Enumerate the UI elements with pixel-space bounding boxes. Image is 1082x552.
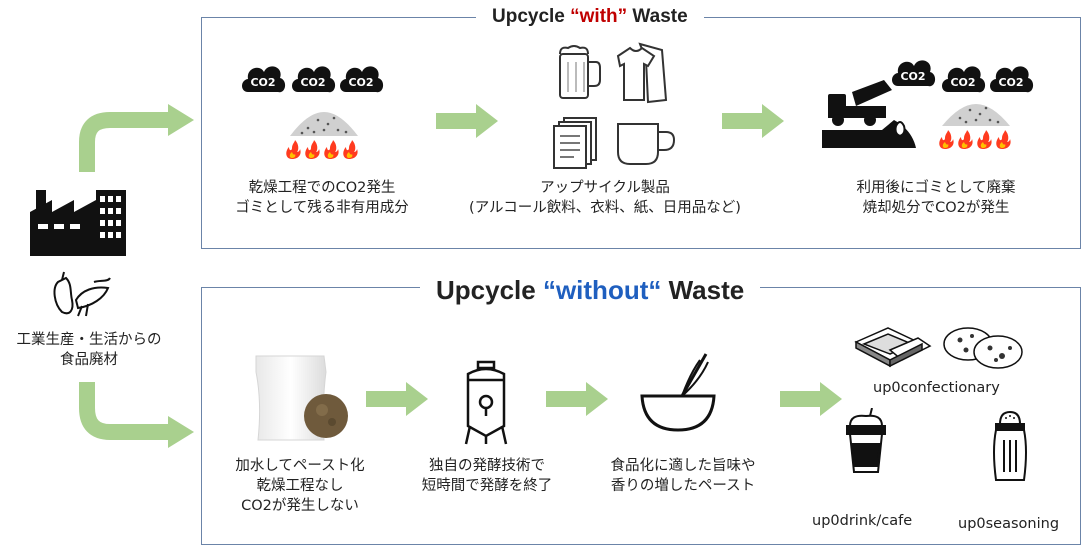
caption-line: 乾燥工程でのCO2発生 xyxy=(248,180,396,196)
residue-pile-icon xyxy=(940,100,1012,128)
panel-title-without: Upcycle “without“ Waste xyxy=(420,275,761,306)
fermenter-tank-icon xyxy=(460,360,512,446)
residue-pile-icon xyxy=(288,108,360,138)
caption-line: 利用後にゴミとして廃棄 xyxy=(856,180,1016,196)
co2-cloud-icon: CO2 xyxy=(290,62,336,98)
title-pre: Upcycle xyxy=(492,6,571,27)
top-step-1-caption: 乾燥工程でのCO2発生 ゴミとして残る非有用成分 xyxy=(222,178,422,218)
flow-arrow xyxy=(436,104,498,138)
bottom-step-1-caption: 加水してペースト化 乾燥工程なし CO2が発生しない xyxy=(210,456,390,516)
coffee-cup-icon xyxy=(614,120,676,166)
caption-line: 食品化に適した旨味や xyxy=(610,458,756,474)
product-label-confectionary: up0confectionary xyxy=(873,380,1000,396)
caption-line: 食品廃材 xyxy=(60,352,118,368)
caption-line: 工業生産・生活からの xyxy=(16,332,162,348)
title-pre: Upcycle xyxy=(436,275,543,305)
source-caption: 工業生産・生活からの 食品廃材 xyxy=(0,330,178,370)
flame-icon-row xyxy=(936,130,1012,150)
flow-arrow xyxy=(546,382,608,416)
svg-text:CO2: CO2 xyxy=(348,76,373,89)
title-post: Waste xyxy=(661,275,745,305)
beer-mug-icon xyxy=(556,44,602,100)
caption-line: アップサイクル製品 xyxy=(540,180,670,196)
flow-arrow xyxy=(366,382,428,416)
co2-cloud-icon: CO2 xyxy=(240,62,286,98)
cookie-icon xyxy=(942,324,1024,370)
svg-text:CO2: CO2 xyxy=(900,70,925,83)
bottom-step-2-caption: 独自の発酵技術で 短時間で発酵を終了 xyxy=(398,456,576,496)
title-post: Waste xyxy=(627,6,688,27)
bottom-step-3-caption: 食品化に適した旨味や 香りの増したペースト xyxy=(590,456,776,496)
caption-line: 加水してペースト化 xyxy=(235,458,365,474)
caption-line: 焼却処分でCO2が発生 xyxy=(862,200,1010,216)
paste-pouch-icon xyxy=(252,352,352,444)
product-label-seasoning: up0seasoning xyxy=(958,516,1060,532)
salt-shaker-icon xyxy=(990,410,1030,482)
svg-text:CO2: CO2 xyxy=(300,76,325,89)
product-label-drink-cafe: up0drink/cafe xyxy=(812,513,913,529)
curved-arrow-down xyxy=(70,382,196,454)
co2-cloud-icon: CO2 xyxy=(940,62,986,98)
svg-text:CO2: CO2 xyxy=(950,76,975,89)
svg-text:CO2: CO2 xyxy=(250,76,275,89)
top-step-3-caption: 利用後にゴミとして廃棄 焼却処分でCO2が発生 xyxy=(836,178,1036,218)
food-waste-icon xyxy=(48,270,114,318)
flow-arrow xyxy=(780,382,842,416)
panel-title-with: Upcycle “with” Waste xyxy=(476,6,704,28)
svg-text:CO2: CO2 xyxy=(998,76,1023,89)
flow-arrow xyxy=(722,104,784,138)
curved-arrow-up xyxy=(70,96,196,172)
caption-line: (アルコール飲料、衣料、紙、日用品など) xyxy=(469,200,741,216)
title-highlight: “without“ xyxy=(542,275,662,305)
paper-stack-icon xyxy=(552,116,598,170)
flame-icon-row xyxy=(283,140,359,160)
frappe-cup-icon xyxy=(844,408,888,476)
co2-cloud-icon: CO2 xyxy=(890,56,936,92)
caption-line: 独自の発酵技術で xyxy=(429,458,545,474)
chocolate-icon xyxy=(852,322,932,368)
factory-icon xyxy=(30,190,126,256)
clothing-icon xyxy=(612,40,668,106)
caption-line: CO2が発生しない xyxy=(241,498,359,514)
caption-line: 乾燥工程なし xyxy=(256,478,344,494)
caption-line: 香りの増したペースト xyxy=(610,478,756,494)
title-highlight: “with” xyxy=(570,6,628,27)
caption-line: ゴミとして残る非有用成分 xyxy=(235,200,409,216)
caption-line: 短時間で発酵を終了 xyxy=(421,478,553,494)
dump-truck-icon xyxy=(822,80,918,152)
mixing-bowl-icon xyxy=(638,350,718,434)
co2-cloud-icon: CO2 xyxy=(988,62,1034,98)
co2-cloud-icon: CO2 xyxy=(338,62,384,98)
top-step-2-caption: アップサイクル製品 (アルコール飲料、衣料、紙、日用品など) xyxy=(450,178,760,218)
